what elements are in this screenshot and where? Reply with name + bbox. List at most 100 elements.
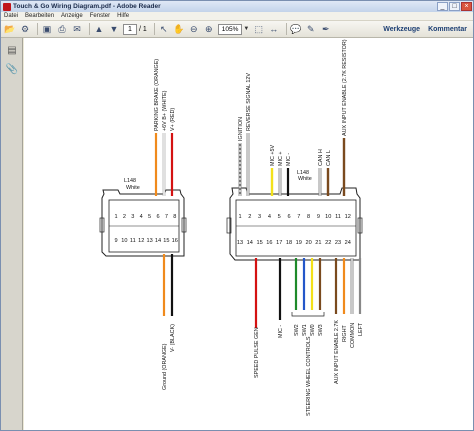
attachments-icon[interactable]: 📎 [5,63,19,75]
fit-page-icon[interactable]: ⬚ [254,23,264,34]
zoom-dropdown-icon[interactable]: ▼ [243,25,250,32]
open-icon[interactable]: 📂 [4,23,16,34]
label-b-plus: +6V B+ (WHITE) [162,90,168,131]
left-connector-id: L148 [124,178,136,184]
label-mic-minus-top: MIC - [286,153,292,166]
adobe-reader-icon [3,2,11,11]
hand-tool-icon[interactable]: ✋ [173,23,185,34]
toolbar-separator [153,23,155,35]
label-common: COMMON [350,323,356,348]
print-icon[interactable]: ⎙ [58,23,66,34]
toolbar-separator [285,23,287,35]
page-number-input[interactable]: 1 [123,23,137,35]
zoom-in-icon[interactable]: ⊕ [205,23,213,34]
left-connector: L148 White [99,178,187,257]
sign-icon[interactable]: ✒ [322,23,330,34]
right-connector-color: White [298,176,312,182]
menu-hilfe[interactable]: Hilfe [117,13,130,19]
toolbar-separator [37,23,38,35]
right-pin-11: 11 [335,214,341,220]
werkzeuge-button[interactable]: Werkzeuge [383,25,421,33]
menu-anzeige[interactable]: Anzeige [61,13,83,19]
right-connector-id: L148 [297,170,309,176]
label-ground: Ground (ORANGE) [162,343,168,390]
create-icon[interactable]: ⚙ [20,23,30,34]
right-pin-2: 2 [248,214,251,220]
comment-icon[interactable]: 💬 [290,23,302,34]
left-wires [154,133,174,316]
left-pin-6: 6 [156,214,159,220]
maximize-button[interactable]: □ [449,2,460,11]
menu-bar: Datei Bearbeiten Anzeige Fenster Hilfe [1,12,473,21]
select-tool-icon[interactable]: ↖ [160,23,168,34]
right-pin-19: 19 [296,240,302,246]
right-pin-6: 6 [287,214,290,220]
label-left: LEFT [358,322,364,336]
label-aux-top: AUX INPUT ENABLE (2.7K RESISTOR) [342,39,348,136]
previous-page-icon[interactable]: ▲ [94,24,104,34]
left-pin-1: 1 [114,214,117,220]
label-ignition: IGNITION [238,117,244,141]
right-wires-bottom [254,258,362,328]
right-pin-21: 21 [315,240,321,246]
right-pin-4: 4 [268,214,271,220]
left-pin-12: 12 [138,238,144,244]
left-pin-3: 3 [131,214,134,220]
left-pin-14: 14 [155,238,161,244]
label-v-plus: V+ (RED) [170,108,176,131]
left-pin-7: 7 [165,214,168,220]
left-pin-13: 13 [146,238,152,244]
toolbar-separator [89,23,90,35]
steering-bracket [291,312,325,317]
label-parking-brake: PARKING BRAKE (ORANGE) [154,59,160,131]
highlight-icon[interactable]: ✎ [307,23,315,34]
right-pin-10: 10 [325,214,331,220]
page-total: / 1 [139,25,147,33]
zoom-out-icon[interactable]: ⊖ [190,23,198,34]
close-button[interactable]: × [461,2,472,11]
label-aux-bottom: AUX INPUT ENABLE 2.7K [334,320,340,384]
save-icon[interactable]: ▣ [42,23,52,34]
label-can-h: CAN H [318,149,324,166]
label-steering-wheel-controls: STEERING WHEEL CONTROLS [306,336,312,416]
right-pin-16: 16 [266,240,272,246]
fit-width-icon[interactable]: ↔ [269,24,279,34]
menu-datei[interactable]: Datei [4,13,19,19]
right-pin-22: 22 [325,240,331,246]
right-pin-15: 15 [256,240,262,246]
menu-fenster[interactable]: Fenster [89,13,111,19]
title-bar: Touch & Go Wiring Diagram.pdf - Adobe Re… [1,1,473,12]
pages-icon[interactable]: ▤ [7,44,17,56]
kommentar-button[interactable]: Kommentar [428,25,467,33]
right-pin-8: 8 [307,214,310,220]
label-mic-5v: MIC +5V [270,144,276,166]
left-pin-15: 15 [163,238,169,244]
right-pin-3: 3 [258,214,261,220]
label-sw2: SW2 [294,324,300,336]
toolbar: 📂 ⚙ ▣ ⎙ ✉ ▲ ▼ 1 / 1 ↖ ✋ ⊖ ⊕ 105% ▼ ⬚ ↔ 💬… [1,21,473,38]
menu-bearbeiten[interactable]: Bearbeiten [25,13,55,19]
navigation-pane: ▤ 📎 [1,38,23,430]
label-reverse: REVERSE SIGNAL 12V [246,73,252,131]
zoom-input[interactable]: 105% [217,23,242,35]
left-pin-16: 16 [172,238,178,244]
right-pin-23: 23 [335,240,341,246]
label-sw3: SW3 [318,324,324,336]
right-pin-18: 18 [286,240,292,246]
label-sw1: SW1 [302,324,308,336]
right-pin-7: 7 [297,214,300,220]
next-page-icon[interactable]: ▼ [109,24,119,34]
minimize-button[interactable]: _ [437,2,448,11]
right-connector: L148 White [226,170,363,261]
window-title: Touch & Go Wiring Diagram.pdf - Adobe Re… [13,3,161,10]
email-icon[interactable]: ✉ [73,23,81,34]
left-pin-11: 11 [130,238,136,244]
label-speed-pulse: SPEED PULSE GEN [254,327,260,378]
